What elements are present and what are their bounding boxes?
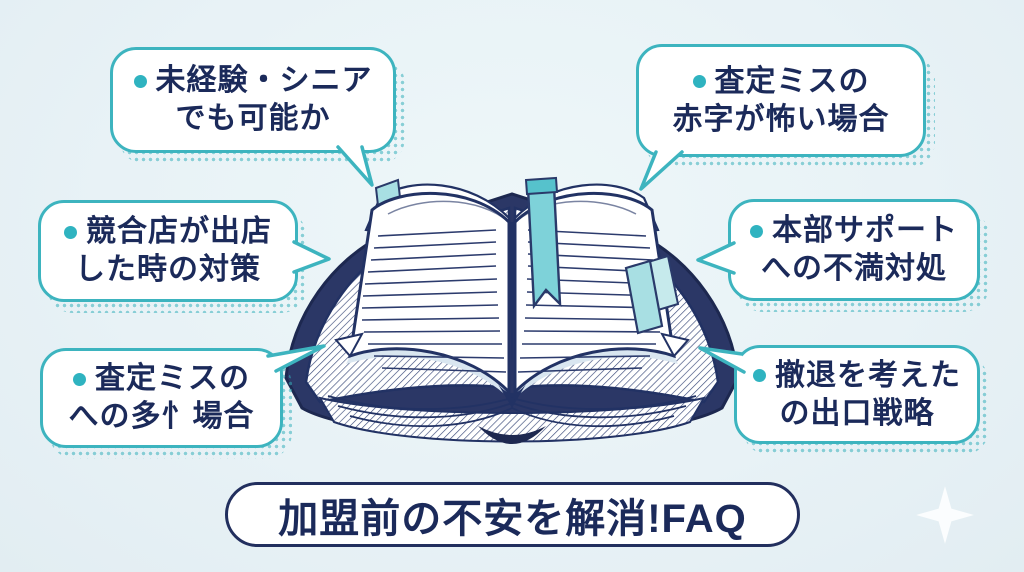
page-fan-lines (327, 395, 697, 428)
bullet-icon (753, 369, 766, 382)
bullet-icon (73, 372, 86, 386)
bubble-text-line: 査定ミスの (714, 64, 870, 98)
bubble-text-line: 赤字が怖い場合 (672, 102, 890, 136)
bookmark-tab-right-front (624, 259, 664, 335)
speech-bubble-box: 競合店が出店 した時の対策 (38, 200, 298, 302)
spine-bottom-v (498, 384, 526, 408)
spine-bump (478, 426, 546, 444)
speech-bubble-exit-strategy: 撤退を考えた の出口戦略 (734, 345, 989, 455)
speech-bubble-hq-support: 本部サポート への不満対処 (728, 199, 989, 312)
page-fan (317, 396, 707, 443)
speech-bubble-box: 査定ミスの 赤字が怖い場合 (636, 44, 926, 157)
bubble-text-line: 競合店が出店 (86, 215, 272, 248)
book-spine (509, 222, 515, 396)
bubble-text-line: した時の対策 (75, 253, 261, 286)
bullet-icon (133, 74, 147, 88)
bullet-icon (692, 75, 706, 88)
open-book-illustration (284, 176, 740, 444)
speech-bubble-competitor-opening: 競合店が出店 した時の対策 (38, 200, 307, 313)
page-corner-left (334, 332, 364, 358)
speech-bubble-box: 未経験・シニア でも可能か (110, 47, 396, 153)
bubble-text-line: 査定ミスの (95, 362, 250, 395)
page-title: 加盟前の不安を解消!FAQ (278, 496, 747, 541)
speech-bubble-box: 撤退を考えた の出口戦略 (734, 345, 980, 444)
bubble-text-line: 本部サポート (772, 214, 958, 247)
bullet-icon (64, 225, 77, 239)
page-corner-right (660, 332, 690, 358)
bubble-text-line: 未経験・シニア (155, 64, 373, 97)
title-banner: 加盟前の不安を解消!FAQ (225, 482, 800, 547)
page-text-lines-left (361, 229, 507, 373)
speech-bubble-appraisal-case: 査定ミスの への多忄場合 (40, 348, 292, 459)
page-curve-line (387, 200, 510, 223)
sparkle-icon (916, 486, 974, 544)
bubble-text-line: でも可能か (175, 102, 331, 135)
bubble-text-line: への多忄場合 (68, 400, 255, 433)
bookmark-ribbon-fold (524, 176, 559, 196)
speech-bubble-box: 査定ミスの への多忄場合 (40, 348, 283, 448)
speech-bubble-inexperienced-senior: 未経験・シニア でも可能か (110, 47, 405, 164)
speech-bubble-box: 本部サポート への不満対処 (728, 199, 980, 301)
page-curve-line (514, 200, 637, 223)
bubble-text-line: の出口戦略 (779, 396, 935, 430)
bullet-icon (750, 224, 763, 238)
speech-bubble-appraisal-deficit: 査定ミスの 赤字が怖い場合 (636, 44, 935, 168)
bubble-text-line: 撤退を考えた (775, 358, 961, 392)
bubble-text-line: への不満対処 (761, 252, 947, 285)
bookmark-ribbon (526, 184, 562, 310)
